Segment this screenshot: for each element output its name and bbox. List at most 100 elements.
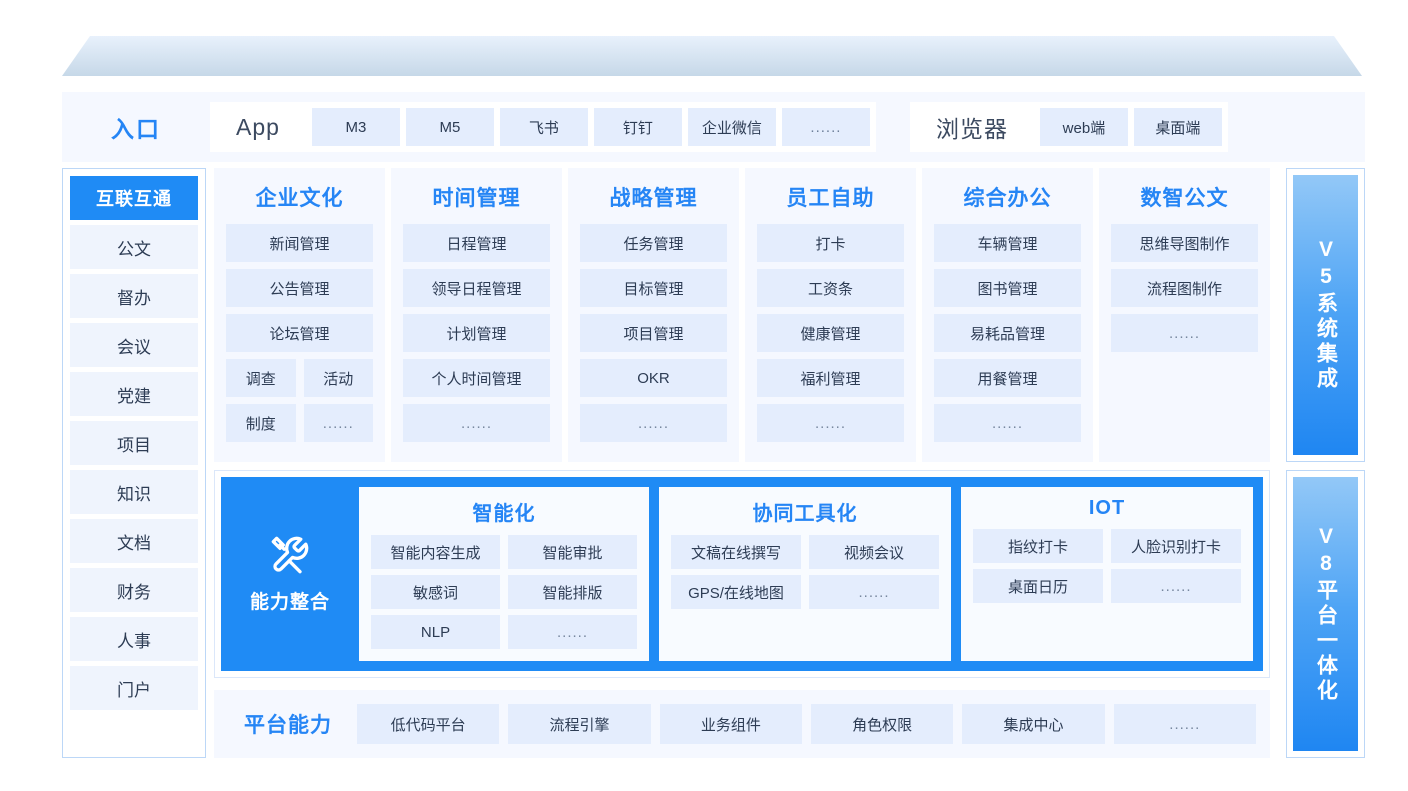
module-row: 福利管理 xyxy=(757,359,904,397)
vertical-panel-v8-label: V8平台一体化 xyxy=(1314,524,1338,704)
capability-chip[interactable]: NLP xyxy=(371,615,500,649)
module-chip[interactable]: 图书管理 xyxy=(934,269,1081,307)
sidebar-item-gongwen[interactable]: 公文 xyxy=(70,225,198,269)
entry-chip-dingtalk[interactable]: 钉钉 xyxy=(593,108,682,146)
module-list-culture: 新闻管理 公告管理 论坛管理 调查 活动 制度 ...... xyxy=(226,224,373,442)
capability-chip[interactable]: 人脸识别打卡 xyxy=(1111,529,1241,563)
sidebar-item-duban[interactable]: 督办 xyxy=(70,274,198,318)
capability-box-iot: IOT 指纹打卡 人脸识别打卡 桌面日历 ...... xyxy=(961,487,1253,661)
module-row: 个人时间管理 xyxy=(403,359,550,397)
module-chip[interactable]: 目标管理 xyxy=(580,269,727,307)
module-chip[interactable]: 论坛管理 xyxy=(226,314,373,352)
capability-integration: 能力整合 xyxy=(231,535,349,614)
module-row: 论坛管理 xyxy=(226,314,373,352)
module-chip-more[interactable]: ...... xyxy=(1111,314,1258,352)
entry-chip-m5[interactable]: M5 xyxy=(405,108,494,146)
capability-rows-iot: 指纹打卡 人脸识别打卡 桌面日历 ...... xyxy=(973,529,1241,603)
module-chip[interactable]: 新闻管理 xyxy=(226,224,373,262)
vertical-panel-v8[interactable]: V8平台一体化 xyxy=(1286,470,1365,758)
vertical-panel-v5[interactable]: V5系统集成 xyxy=(1286,168,1365,462)
module-chip[interactable]: 领导日程管理 xyxy=(403,269,550,307)
platform-chip-roles[interactable]: 角色权限 xyxy=(810,704,954,744)
capability-row: 文稿在线撰写 视频会议 xyxy=(671,535,939,569)
sidebar-item-renshi[interactable]: 人事 xyxy=(70,617,198,661)
module-row: 调查 活动 xyxy=(226,359,373,397)
capability-chip[interactable]: 智能排版 xyxy=(508,575,637,609)
capability-row: 智能内容生成 智能审批 xyxy=(371,535,637,569)
module-row: ...... xyxy=(934,404,1081,442)
module-chip[interactable]: 调查 xyxy=(226,359,296,397)
module-title-strategy: 战略管理 xyxy=(609,187,698,210)
module-row: 车辆管理 xyxy=(934,224,1081,262)
sidebar-item-zhishi[interactable]: 知识 xyxy=(70,470,198,514)
module-chip[interactable]: 车辆管理 xyxy=(934,224,1081,262)
module-row: 打卡 xyxy=(757,224,904,262)
sidebar-item-huiyi[interactable]: 会议 xyxy=(70,323,198,367)
module-chip[interactable]: 制度 xyxy=(226,404,296,442)
module-chip-more[interactable]: ...... xyxy=(934,404,1081,442)
platform-chip-components[interactable]: 业务组件 xyxy=(659,704,802,744)
module-chip[interactable]: 工资条 xyxy=(757,269,904,307)
entry-chip-m3[interactable]: M3 xyxy=(311,108,400,146)
capability-chip[interactable]: 智能内容生成 xyxy=(371,535,500,569)
module-chip[interactable]: OKR xyxy=(580,359,727,397)
sidebar-item-xiangmu[interactable]: 项目 xyxy=(70,421,198,465)
platform-capability-row: 平台能力 低代码平台 流程引擎 业务组件 角色权限 集成中心 ...... xyxy=(214,690,1270,758)
entry-chip-desktop[interactable]: 桌面端 xyxy=(1133,108,1222,146)
capability-chip[interactable]: 指纹打卡 xyxy=(973,529,1103,563)
module-row: 公告管理 xyxy=(226,269,373,307)
entry-chip-more-app[interactable]: ...... xyxy=(781,108,870,146)
capability-row: GPS/在线地图 ...... xyxy=(671,575,939,609)
capability-chip[interactable]: 智能审批 xyxy=(508,535,637,569)
module-chip-more[interactable]: ...... xyxy=(303,404,373,442)
entry-bar: 入口 App M3 M5 飞书 钉钉 企业微信 ...... 浏览器 web端 … xyxy=(62,92,1365,162)
module-row: 健康管理 xyxy=(757,314,904,352)
entry-chip-feishu[interactable]: 飞书 xyxy=(499,108,588,146)
module-title-smartdoc: 数智公文 xyxy=(1140,187,1229,210)
module-chip[interactable]: 日程管理 xyxy=(403,224,550,262)
capability-chip[interactable]: 文稿在线撰写 xyxy=(671,535,801,569)
capability-title-iot: IOT xyxy=(1088,497,1126,519)
capability-chip-more[interactable]: ...... xyxy=(508,615,637,649)
capability-chip[interactable]: 视频会议 xyxy=(809,535,939,569)
module-chip-more[interactable]: ...... xyxy=(757,404,904,442)
sidebar-item-caiwu[interactable]: 财务 xyxy=(70,568,198,612)
module-chip[interactable]: 用餐管理 xyxy=(934,359,1081,397)
module-row: 思维导图制作 xyxy=(1111,224,1258,262)
capability-chip[interactable]: 敏感词 xyxy=(371,575,500,609)
module-chip[interactable]: 计划管理 xyxy=(403,314,550,352)
module-chip-more[interactable]: ...... xyxy=(580,404,727,442)
platform-chip-workflow[interactable]: 流程引擎 xyxy=(508,704,651,744)
module-card-selfservice: 员工自助 打卡 工资条 健康管理 福利管理 ...... xyxy=(745,168,916,462)
entry-chip-web[interactable]: web端 xyxy=(1039,108,1128,146)
vertical-panel-v8-inner: V8平台一体化 xyxy=(1293,477,1358,751)
module-title-selfservice: 员工自助 xyxy=(786,187,875,210)
capability-chip[interactable]: 桌面日历 xyxy=(973,569,1103,603)
module-chip[interactable]: 项目管理 xyxy=(580,314,727,352)
module-chip[interactable]: 健康管理 xyxy=(757,314,904,352)
platform-chip-integration[interactable]: 集成中心 xyxy=(962,704,1105,744)
capability-chip-more[interactable]: ...... xyxy=(809,575,939,609)
sidebar-item-menhu[interactable]: 门户 xyxy=(70,666,198,710)
module-chip[interactable]: 福利管理 xyxy=(757,359,904,397)
platform-chip-lowcode[interactable]: 低代码平台 xyxy=(357,704,500,744)
entry-chip-wecom[interactable]: 企业微信 xyxy=(687,108,776,146)
sidebar-item-huilianhutong[interactable]: 互联互通 xyxy=(70,176,198,220)
sidebar-item-wendang[interactable]: 文档 xyxy=(70,519,198,563)
module-chip[interactable]: 活动 xyxy=(303,359,373,397)
capability-chip[interactable]: GPS/在线地图 xyxy=(671,575,801,609)
platform-chip-more[interactable]: ...... xyxy=(1113,704,1256,744)
module-chip[interactable]: 流程图制作 xyxy=(1111,269,1258,307)
module-chip[interactable]: 任务管理 xyxy=(580,224,727,262)
sidebar-item-dangjian[interactable]: 党建 xyxy=(70,372,198,416)
module-row: 新闻管理 xyxy=(226,224,373,262)
module-chip[interactable]: 公告管理 xyxy=(226,269,373,307)
module-chip-more[interactable]: ...... xyxy=(403,404,550,442)
module-chip[interactable]: 思维导图制作 xyxy=(1111,224,1258,262)
module-chip[interactable]: 个人时间管理 xyxy=(403,359,550,397)
module-chip[interactable]: 打卡 xyxy=(757,224,904,262)
module-row: 制度 ...... xyxy=(226,404,373,442)
module-row: 图书管理 xyxy=(934,269,1081,307)
capability-chip-more[interactable]: ...... xyxy=(1111,569,1241,603)
module-chip[interactable]: 易耗品管理 xyxy=(934,314,1081,352)
